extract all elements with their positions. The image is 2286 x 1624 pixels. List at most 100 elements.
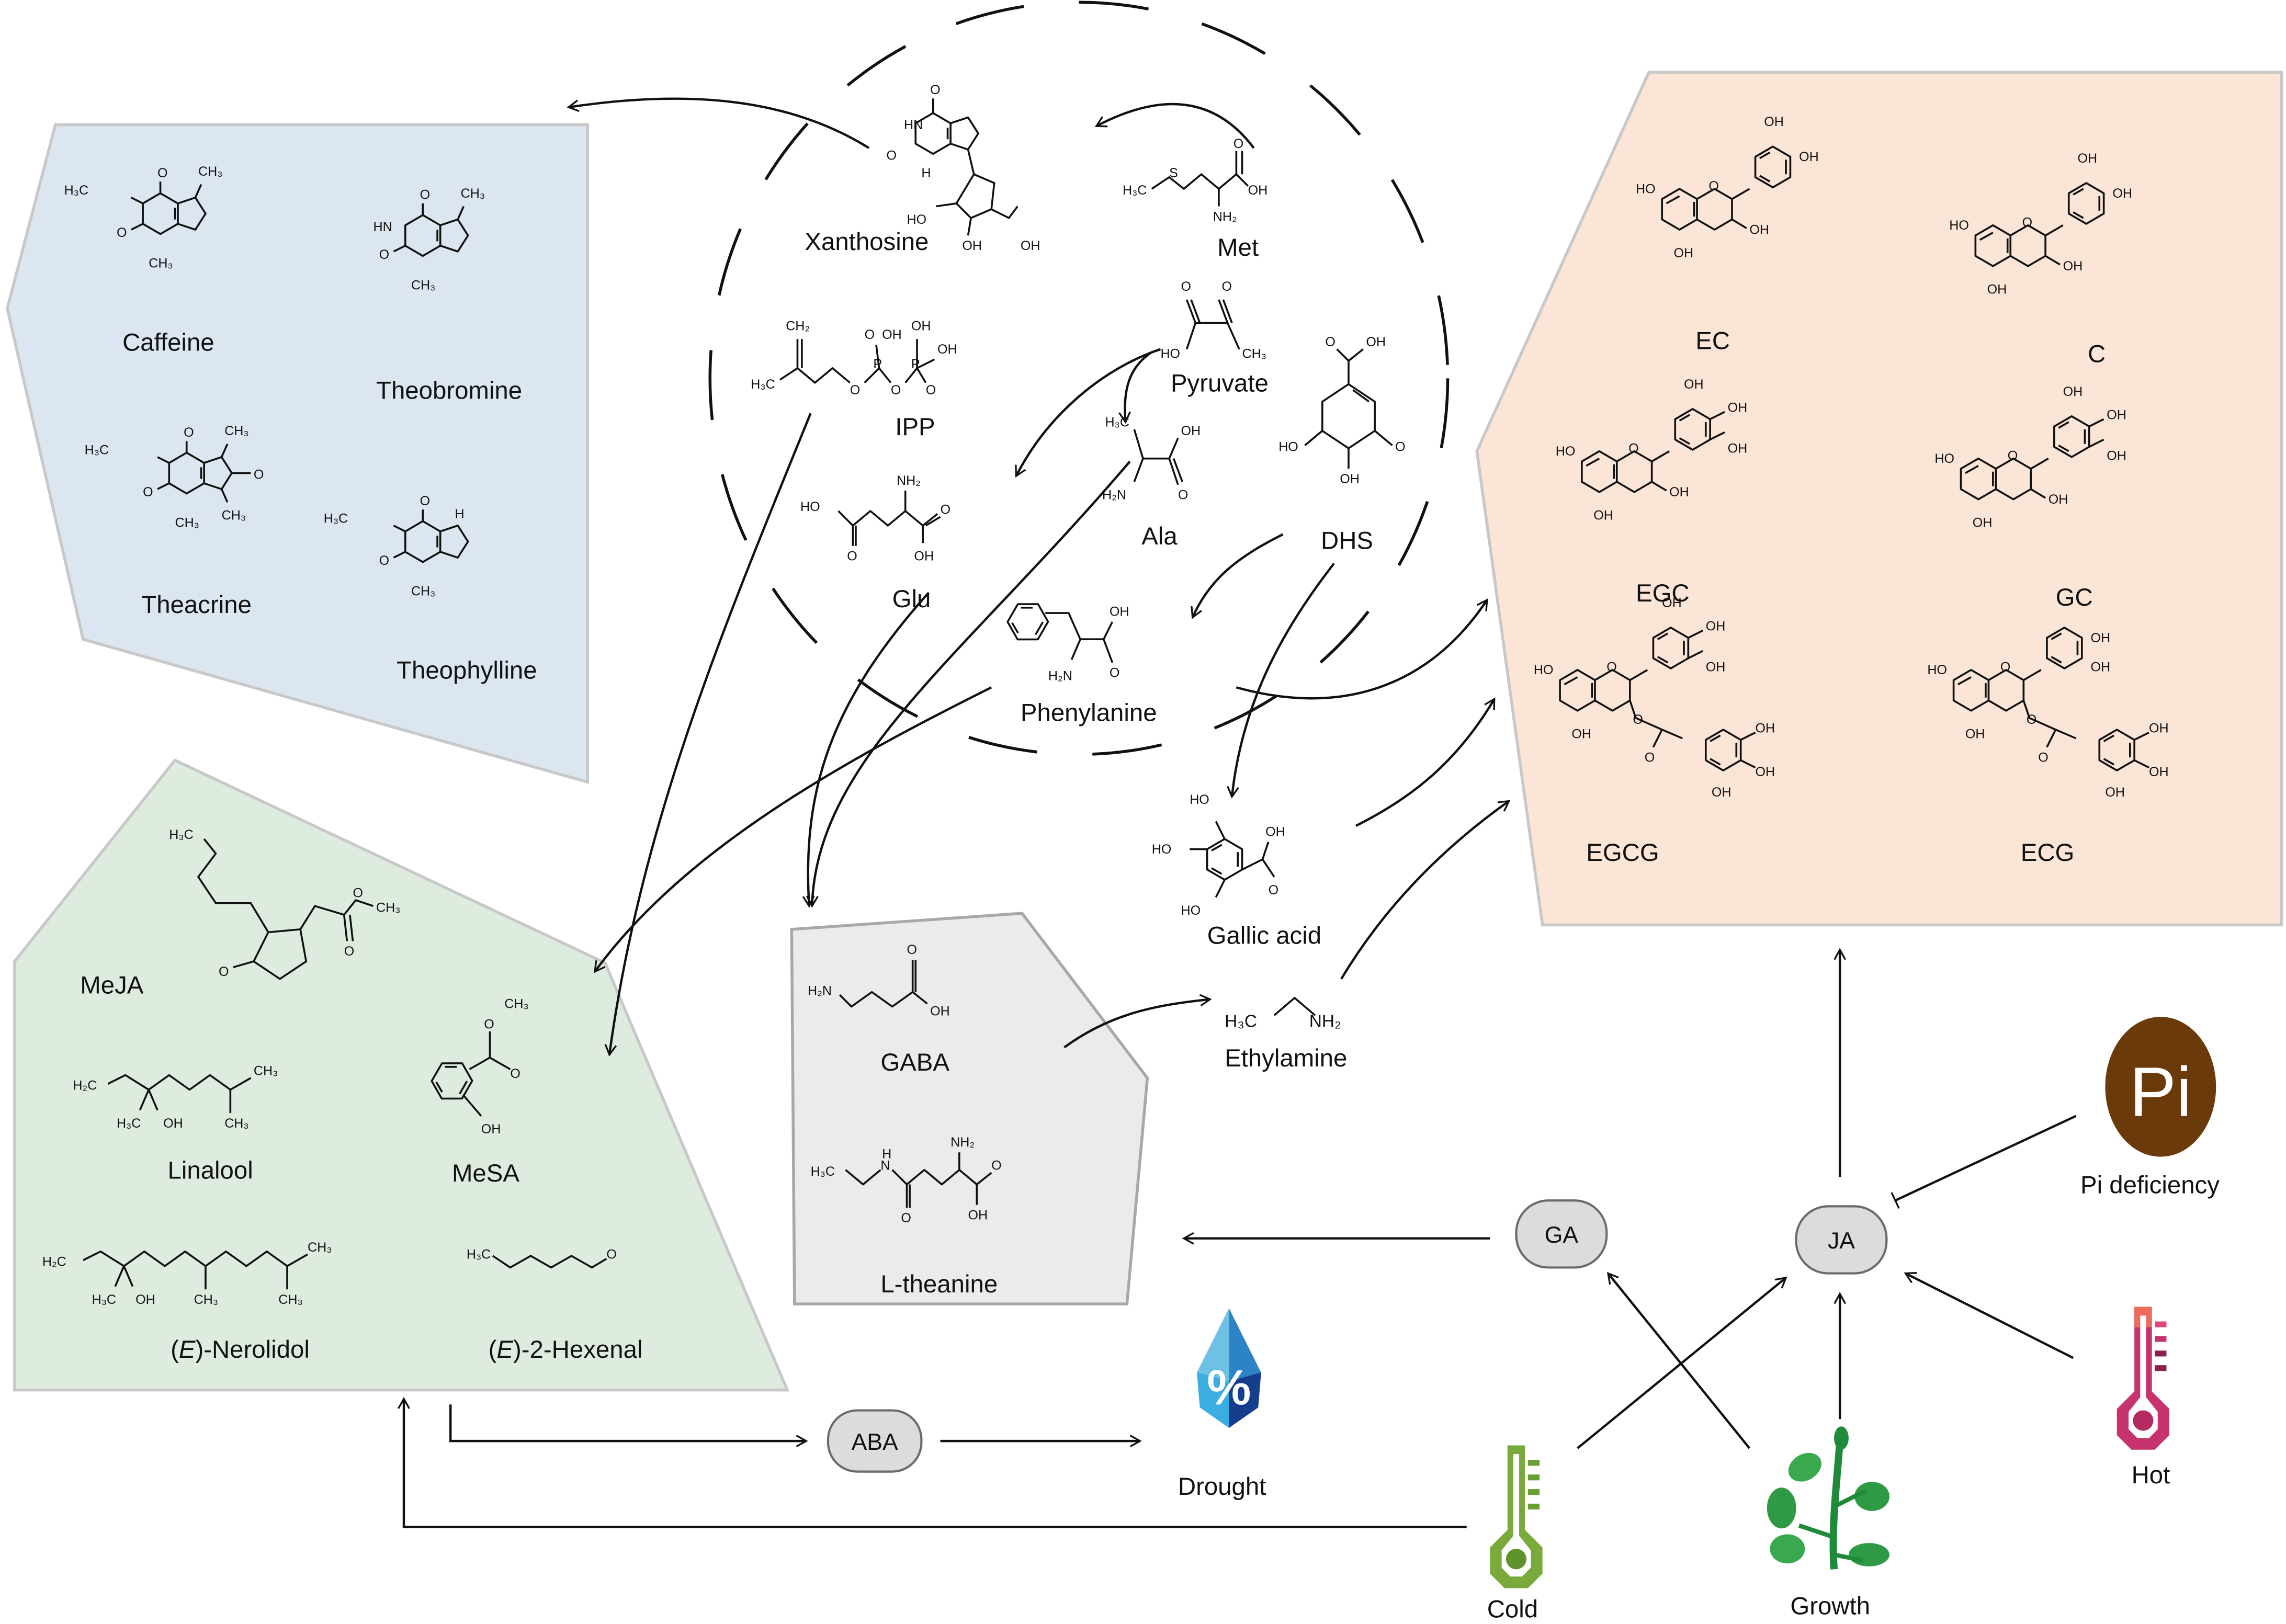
gallic-acid-label: Gallic acid [1207,922,1321,950]
arrow-volatiles-to-aba [449,1404,808,1447]
hot-thermometer-icon [2117,1307,2170,1450]
svg-text:OH: OH [911,319,931,333]
cold-label: Cold [1487,1595,1538,1623]
svg-text:CH₃: CH₃ [411,584,435,599]
phenylanine-structure: OH O H₂N [1001,594,1129,683]
svg-text:O: O [1110,666,1120,680]
svg-text:OH: OH [914,549,934,564]
hot-label: Hot [2132,1461,2170,1489]
svg-text:O: O [420,494,431,508]
svg-text:H₂C: H₂C [42,1255,66,1269]
egcg-label: EGCG [1586,839,1659,867]
svg-text:H₃C: H₃C [467,1247,491,1262]
linalool-label: Linalool [168,1156,253,1184]
arrow-glu-to-amino [802,592,930,908]
c-label: C [2088,340,2106,368]
svg-text:H₃C: H₃C [85,442,109,457]
svg-text:OH: OH [1593,508,1613,523]
svg-text:O: O [1181,279,1191,294]
svg-text:OH: OH [1181,424,1201,438]
svg-text:JA: JA [1828,1228,1855,1254]
egc-structure: HO OH O OH OH OH OH [1556,377,1747,523]
arrow-ipp-to-volatiles [604,413,812,1057]
svg-text:S: S [1169,166,1178,180]
svg-text:HO: HO [1278,440,1298,455]
svg-text:OH: OH [2063,259,2083,274]
svg-text:H₂C: H₂C [73,1078,97,1093]
svg-text:OH: OH [962,239,982,253]
svg-text:O: O [184,425,194,440]
svg-text:HO: HO [1190,792,1209,807]
arrow-dhs-to-phenylanine [1191,533,1284,619]
svg-text:OH: OH [2091,660,2111,675]
svg-text:OH: OH [2105,785,2125,800]
ecg-label: ECG [2021,839,2075,867]
svg-text:CH₂: CH₂ [786,319,810,333]
c-structure: HO OH O OH OH OH [1949,151,2132,297]
svg-text:OH: OH [1684,377,1704,392]
svg-text:P: P [873,357,882,371]
dhs-label: DHS [1321,527,1373,554]
svg-text:CH₃: CH₃ [149,256,173,271]
ja-node[interactable]: JA [1795,1205,1888,1275]
ipp-structure: CH₂ H₃C O P O P O OH OH OH O [751,319,957,398]
svg-text:OH: OH [882,327,902,342]
svg-text:OH: OH [1764,115,1784,129]
amino-acid-panel [790,912,1149,1305]
svg-text:O: O [1708,179,1719,194]
ethylamine-structure: H₃C NH₂ [1225,997,1341,1031]
gaba-structure: H₂N O OH [808,942,950,1018]
svg-text:O: O [157,166,168,180]
svg-text:OH: OH [2149,765,2169,779]
svg-text:OH: OH [2107,448,2126,463]
pyruvate-label: Pyruvate [1171,369,1269,397]
svg-text:O: O [850,383,861,398]
caffeine-label: Caffeine [122,328,214,356]
svg-text:O: O [2022,215,2033,230]
svg-text:OH: OH [2112,186,2132,201]
svg-text:OH: OH [481,1122,501,1137]
svg-text:OH: OH [163,1116,183,1131]
ga-node[interactable]: GA [1515,1199,1608,1269]
growth-plant-icon [1767,1426,1889,1570]
ala-structure: H₃C OH H₂N O [1102,415,1201,502]
arrow-met-to-xanthosine [1094,103,1255,149]
svg-text:HO: HO [1636,181,1656,196]
dashed-compartment [708,1,1450,756]
xanthosine-structure: O HN O H HO OH OH [886,83,1040,253]
svg-text:O: O [254,468,264,482]
svg-text:OH: OH [1340,472,1360,486]
svg-text:O: O [379,553,390,568]
svg-text:O: O [484,1017,494,1031]
egcg-structure: HO OH O O O OH OH OH OH OH OH [1534,596,1775,800]
svg-text:CH₃: CH₃ [224,1116,248,1131]
svg-text:CH₃: CH₃ [376,900,400,915]
svg-text:O: O [2038,750,2049,765]
egc-label: EGC [1636,580,1690,607]
ec-structure: HO OH O OH OH OH [1636,115,1819,260]
svg-text:OH: OH [2077,151,2097,166]
svg-text:HO: HO [800,499,820,514]
arrow-phenylanine-to-catechins [1236,598,1488,700]
svg-text:O: O [847,549,857,564]
svg-text:O: O [2000,660,2011,675]
svg-text:O: O [344,944,355,959]
svg-text:HN: HN [373,220,392,234]
svg-text:CH₃: CH₃ [224,424,248,438]
svg-text:OH: OH [1669,485,1689,499]
mesa-label: MeSA [452,1160,519,1187]
aba-node[interactable]: ABA [827,1409,923,1473]
svg-text:H₃C: H₃C [751,377,775,392]
svg-text:CH₃: CH₃ [461,186,485,201]
gc-structure: HO OH O OH OH OH OH [1934,384,2126,530]
svg-text:OH: OH [1248,183,1268,198]
caffeine-structure: O H₃C O CH₃ CH₃ [64,164,223,271]
svg-text:O: O [901,1211,911,1225]
svg-text:O: O [117,225,127,240]
meja-label: MeJA [80,971,143,999]
svg-text:O: O [1645,750,1655,765]
svg-text:O: O [143,485,153,499]
svg-text:OH: OH [1728,400,1748,415]
meja-structure: H₃C O O O CH₃ [169,827,400,980]
